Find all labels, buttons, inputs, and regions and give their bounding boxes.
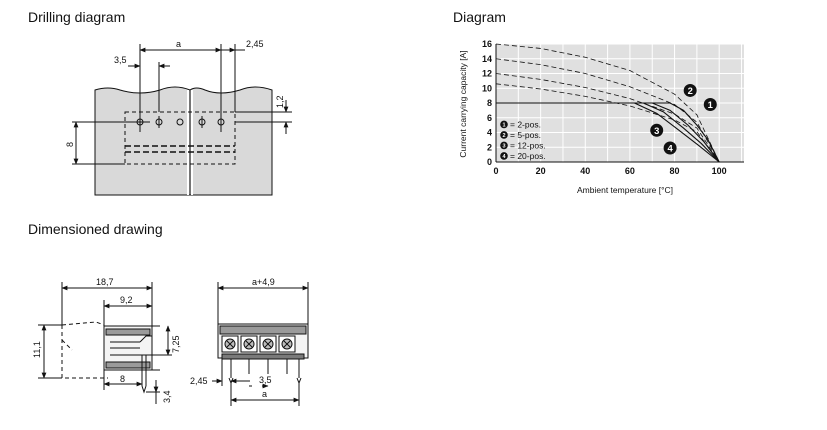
callout-marker	[663, 141, 677, 155]
dim-3-5-label: 3,5	[114, 55, 127, 65]
x-tick-label: 80	[670, 166, 680, 176]
legend-marker-number: 1	[502, 122, 505, 128]
dim-8-label-side: 8	[120, 374, 125, 384]
terminal-cell	[264, 340, 272, 348]
x-tick-label: 40	[580, 166, 590, 176]
y-tick-label: 10	[482, 83, 492, 93]
y-tick-label: 16	[482, 39, 492, 49]
dim-a-label: a	[176, 39, 181, 49]
series-line-4	[496, 102, 720, 163]
dim-3-5-label-front: 3,5	[259, 375, 272, 385]
dim-a-label-front: a	[262, 389, 267, 399]
chart-legend: 1 = 2-pos. 2 = 5-pos. 3 = 12-pos. 4 = 20-pos.	[500, 119, 546, 161]
dim-8-label: 8	[65, 142, 75, 147]
y-tick-label: 8	[487, 98, 492, 108]
terminal-cell	[245, 340, 253, 348]
x-tick-label: 0	[493, 166, 498, 176]
y-axis-label: Current carrying capacity [A]	[458, 50, 468, 157]
dim-9-2-label: 9,2	[120, 295, 133, 305]
callout-marker	[703, 97, 717, 111]
callout-marker-number: 3	[654, 125, 659, 136]
callout-marker	[650, 123, 664, 137]
callout-marker-number: 4	[667, 143, 673, 154]
dim-11-1-label: 11,1	[32, 341, 42, 358]
terminal-cell	[226, 340, 234, 348]
dim-1-2-label: 1,2	[275, 95, 285, 108]
legend-marker-number: 2	[502, 133, 505, 139]
chart-callouts: 1 2 34	[650, 83, 717, 155]
dim-3-4-label: 3,4	[162, 390, 172, 403]
legend-marker	[500, 141, 508, 150]
legend-entry: = 2-pos.	[510, 119, 541, 129]
series-dashed-line	[495, 83, 720, 163]
legend-marker	[500, 120, 508, 129]
dim-2-45-label-front: 2,45	[190, 376, 208, 386]
legend-entry: = 20-pos.	[510, 151, 546, 161]
diagram-title: Diagram	[453, 9, 506, 25]
series-dashed-line	[495, 73, 720, 163]
x-axis-label: Ambient temperature [°C]	[577, 185, 673, 195]
x-tick-label: 20	[536, 166, 546, 176]
terminal-cell	[283, 340, 291, 348]
y-tick-label: 12	[482, 69, 492, 79]
dim-7-25-label: 7,25	[171, 335, 181, 353]
y-tick-label: 14	[482, 54, 492, 64]
dim-a-plus-4-9-label: a+4,9	[252, 277, 275, 287]
y-tick-label: 6	[487, 113, 492, 123]
callout-marker-number: 1	[708, 99, 713, 110]
series-dashed-line	[495, 43, 720, 163]
legend-marker	[500, 152, 508, 160]
y-tick-labels: 0 2 4 6 8 10 12 14 16	[482, 39, 492, 167]
legend-marker-number: 3	[502, 143, 505, 149]
x-tick-label: 60	[625, 166, 635, 176]
callout-marker	[683, 83, 697, 97]
series-dashed-line	[495, 58, 720, 163]
legend-marker	[500, 131, 508, 139]
y-tick-label: 4	[487, 128, 492, 138]
drilling-diagram-title: Drilling diagram	[28, 9, 126, 25]
dim-2-45-label: 2,45	[246, 39, 264, 49]
y-tick-label: 0	[487, 157, 492, 167]
legend-entry: = 5-pos.	[510, 130, 541, 140]
dim-18-7-label: 18,7	[96, 277, 114, 287]
x-tick-label: 100	[712, 166, 727, 176]
legend-marker-number: 4	[502, 154, 506, 160]
x-tick-labels: 0 20 40 60 80 100	[493, 166, 726, 176]
callout-marker-number: 2	[688, 85, 693, 96]
chart-series	[495, 43, 720, 163]
y-tick-label: 2	[487, 142, 492, 152]
legend-entry: = 12-pos.	[510, 140, 546, 150]
dimensioned-drawing-title: Dimensioned drawing	[28, 221, 163, 237]
